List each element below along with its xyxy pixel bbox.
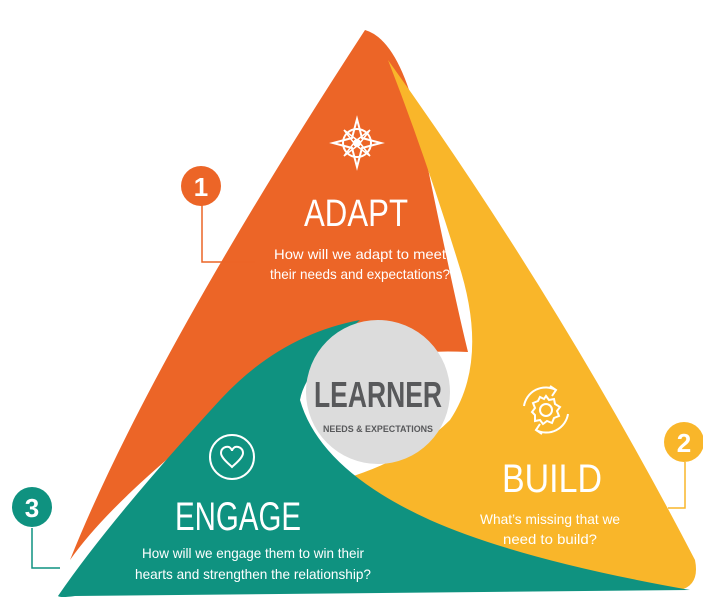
callout-2-badge <box>664 422 703 462</box>
build-question-line2: need to build? <box>503 531 597 547</box>
engage-title: ENGAGE <box>175 495 301 539</box>
engage-question-line2: hearts and strengthen the relationship? <box>135 566 371 582</box>
build-title: BUILD <box>502 457 602 501</box>
adapt-question-line1: How will we adapt to meet <box>274 246 446 262</box>
center-title: LEARNER <box>314 374 442 415</box>
adapt-title: ADAPT <box>304 193 408 235</box>
engage-question-line1: How will we engage them to win their <box>142 545 364 561</box>
callout-1-badge <box>181 166 221 206</box>
center-circle <box>306 320 450 464</box>
compass-icon <box>329 115 385 171</box>
adapt-segment <box>70 30 468 560</box>
callout-3-connector <box>31 528 60 569</box>
engage-segment <box>58 320 690 597</box>
callout-1-number: 1 <box>194 172 208 202</box>
callout-2-number: 2 <box>677 428 691 458</box>
callout-3-number: 3 <box>25 493 39 523</box>
heart-icon <box>209 434 255 480</box>
callout-3-badge <box>12 487 52 527</box>
callout-1-connector <box>201 205 255 263</box>
callout-2-connector <box>668 462 686 509</box>
center-subtitle: NEEDS & EXPECTATIONS <box>323 424 433 434</box>
adapt-question-line2: their needs and expectations? <box>270 266 450 282</box>
gear-cycle-icon <box>523 385 569 435</box>
build-question-line1: What’s missing that we <box>480 511 620 527</box>
